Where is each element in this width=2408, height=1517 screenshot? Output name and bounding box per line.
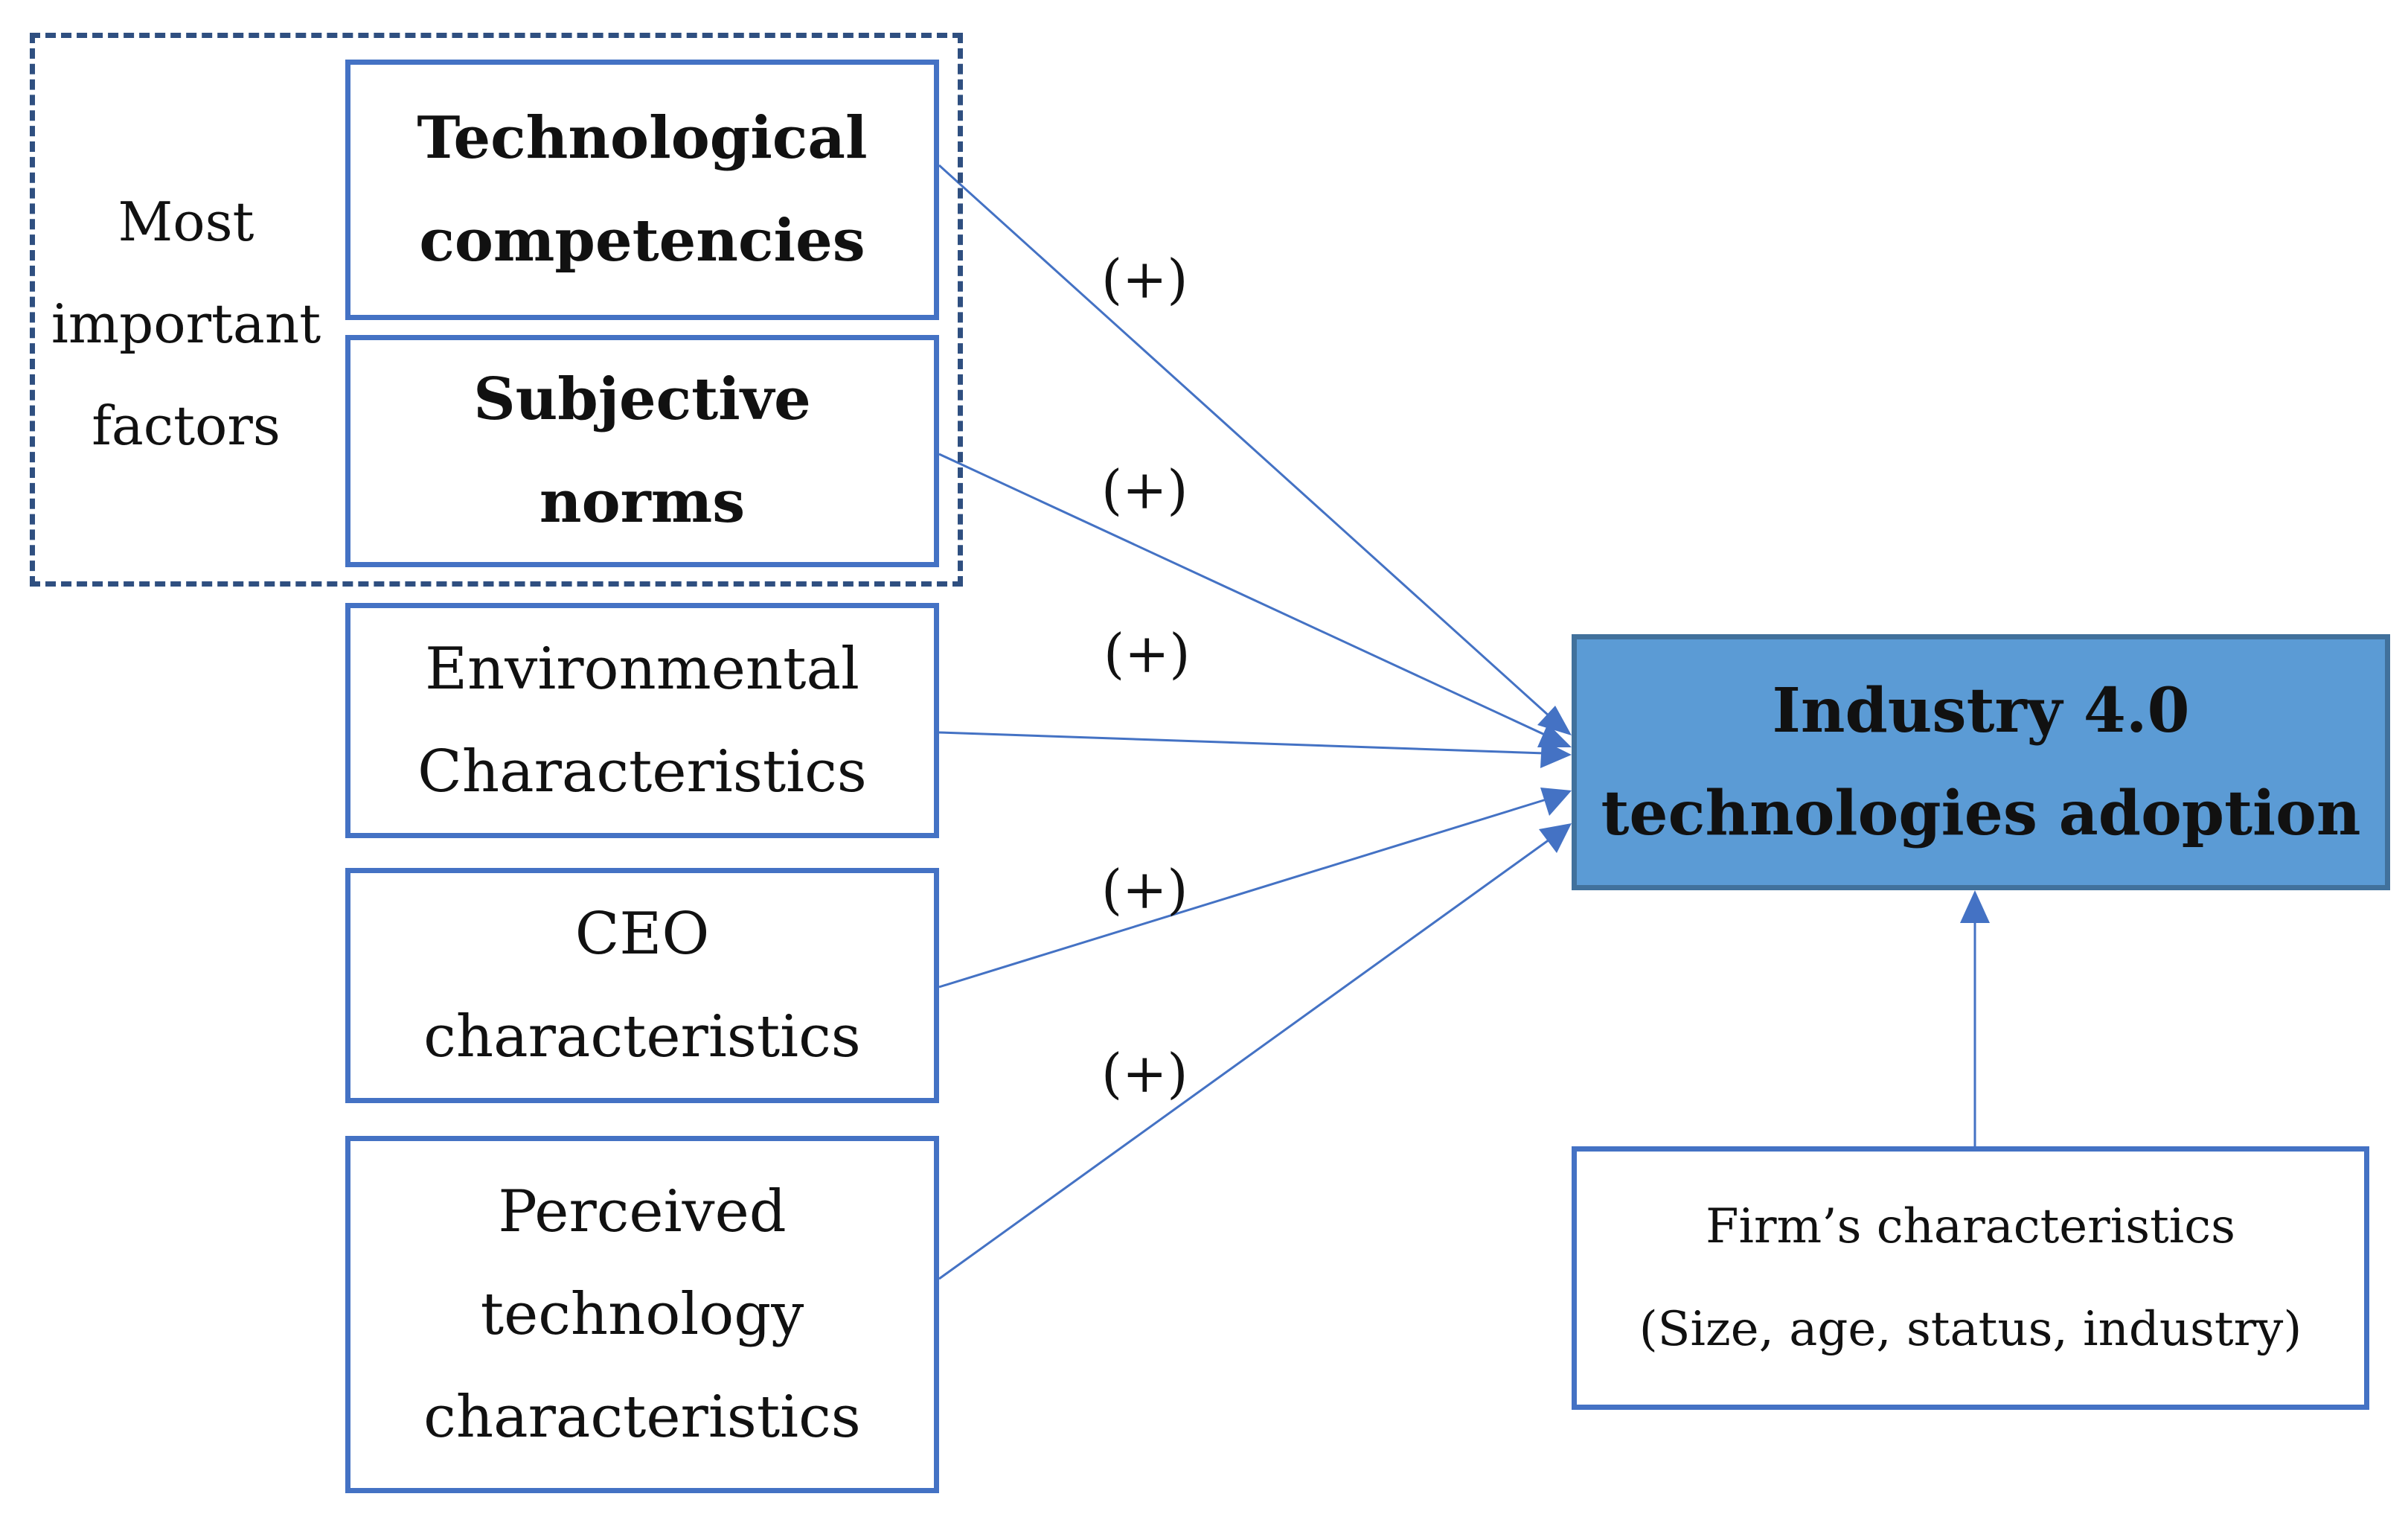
factor-environmental-characteristics: Environmental Characteristics: [345, 603, 939, 838]
target-line: Industry 4.0: [1772, 675, 2190, 747]
factor-technological-competencies: Technological competencies: [345, 60, 939, 320]
arrow-ceo-to-adoption: [938, 788, 1572, 989]
factor-perceived-technology-characteristics: Perceived technology characteristics: [345, 1136, 939, 1493]
sign-environmental: (+): [1104, 622, 1191, 685]
arrow-perceived-to-adoption: [938, 823, 1572, 1280]
group-label-line-1: Most: [118, 190, 254, 253]
factor-line: CEO: [574, 901, 710, 968]
sign-perceived: (+): [1101, 1042, 1188, 1105]
factor-ceo-characteristics: CEO characteristics: [345, 868, 939, 1103]
industry-4-0-adoption-box: Industry 4.0 technologies adoption: [1572, 634, 2390, 890]
arrow-environmental-to-adoption: [938, 731, 1572, 768]
factor-line: Perceived: [498, 1178, 787, 1245]
group-label-line-3: factors: [92, 394, 281, 457]
most-important-factors-group: [30, 33, 963, 587]
group-label-line-2: important: [51, 292, 321, 355]
firm-line: Firm’s characteristics: [1706, 1199, 2235, 1254]
sign-technological: (+): [1101, 248, 1188, 310]
factor-line: norms: [539, 468, 746, 536]
arrow-technological-to-adoption: [938, 164, 1572, 735]
factor-line: Technological: [417, 104, 868, 172]
factor-line: Subjective: [473, 365, 811, 433]
factor-line: Characteristics: [417, 738, 867, 805]
factor-line: Environmental: [425, 636, 859, 703]
firm-line: (Size, age, status, industry): [1639, 1302, 2302, 1357]
factor-line: characteristics: [423, 1003, 861, 1070]
factor-line: characteristics: [423, 1384, 861, 1451]
sign-ceo: (+): [1101, 858, 1188, 921]
arrow-firm-to-adoption: [1960, 890, 1990, 1146]
arrow-subjective-to-adoption: [938, 453, 1572, 747]
sign-subjective: (+): [1101, 459, 1188, 521]
factor-subjective-norms: Subjective norms: [345, 335, 939, 567]
group-label: Most important factors: [45, 149, 327, 499]
factor-line: technology: [480, 1281, 804, 1348]
firm-characteristics-box: Firm’s characteristics (Size, age, statu…: [1572, 1146, 2369, 1410]
target-line: technologies adoption: [1601, 778, 2361, 849]
factor-line: competencies: [419, 207, 865, 275]
